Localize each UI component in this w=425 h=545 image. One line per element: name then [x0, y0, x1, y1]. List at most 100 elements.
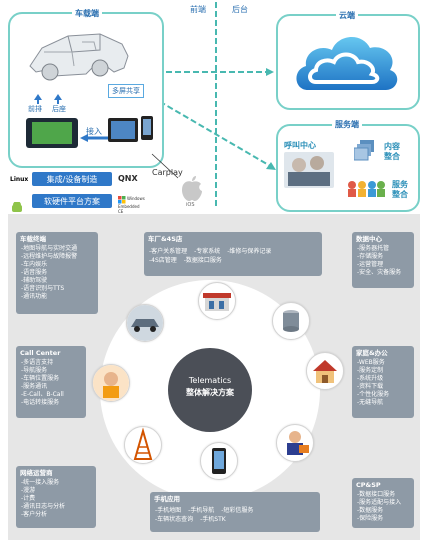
content-docs-icon [353, 140, 376, 166]
tablet-image [108, 118, 138, 142]
linux-logo: Linux [10, 176, 28, 183]
front-label: 前端 [190, 5, 206, 14]
list-item: -导航服务 [21, 367, 48, 374]
list-item: -客户分析 [21, 511, 48, 518]
list-item: -E-Call、B-Call [21, 391, 64, 398]
list-item: -多语言支持 [21, 359, 54, 366]
list-item: -漫游 [21, 487, 36, 494]
call-center-group: Call Center -多语言支持 -导航服务 -车辆位置服务 -服务通讯 -… [16, 346, 86, 418]
qnx-logo-text: QNX [118, 174, 138, 183]
list-item: -服务通讯 [21, 383, 48, 390]
cloud-icon [296, 36, 398, 90]
head-unit-image [26, 118, 78, 148]
vehicle-box-title: 车载端 [72, 8, 102, 19]
service-box-title: 服务端 [332, 119, 362, 130]
data-center-title: 数据中心 [356, 235, 382, 243]
network-ops-title: 网络运营商 [20, 469, 53, 477]
server-node[interactable] [272, 302, 310, 340]
divider-line [215, 2, 217, 208]
cp-sp-title: CP&SP [356, 481, 381, 489]
list-item: -手机导航 [188, 507, 215, 514]
list-item: -安全、灾备服务 [357, 269, 402, 276]
home-office-group: 家庭&办公 -WEB服务 -服务定制 -系统升级 -资料下载 -个性化服务 -无… [352, 346, 414, 418]
content-integration-label: 内容整合 [384, 142, 400, 161]
call-center-image [284, 152, 334, 188]
mobile-app-group: 手机应用 -手机地图 -手机导航 -短彩信服务 -车辆状态查询 -手机STK [150, 492, 320, 532]
windows-logo-text: Windows Embedded CE [118, 196, 145, 214]
list-item: -保险服务 [357, 515, 384, 522]
call-center-title: Call Center [20, 349, 61, 357]
list-item: -WEB服务 [357, 359, 385, 366]
list-item: -电话转接服务 [21, 399, 60, 406]
rear-seat-label: 后座 [52, 105, 66, 113]
cp-sp-group: CP&SP -数据接口服务 -服务适配与接入 -数据服务 -保险服务 [352, 478, 414, 528]
front-row-label: 前排 [28, 105, 42, 113]
apple-icon [182, 176, 202, 201]
list-item: -统一接入服务 [21, 479, 60, 486]
list-item: -客户关系管理 [149, 248, 188, 255]
list-item: -车内娱乐 [21, 261, 48, 268]
multi-screen-share-badge: 多屏共享 [108, 84, 144, 98]
network-ops-group: 网络运营商 -统一接入服务 -漫游 -计费 -通讯日志与分析 -客户分析 [16, 466, 96, 528]
car-node[interactable] [126, 304, 164, 342]
list-item: -个性化服务 [357, 391, 390, 398]
list-item: -通讯日志与分析 [21, 503, 66, 510]
cloud-box-title: 云端 [336, 10, 358, 21]
mobile-phone-node[interactable] [200, 442, 238, 480]
service-link-line [151, 96, 276, 170]
call-center-label: 呼叫中心 [284, 141, 316, 150]
call-agent-node[interactable] [92, 364, 130, 402]
platform-button[interactable]: 软硬件平台方案 [32, 194, 112, 208]
qnx-logo: QNX [118, 174, 138, 183]
vehicle-terminal-group: 车载终端 -地图导航与实时交通 -远程维护与故障报警 -车内娱乐 -语音服务 -… [16, 232, 98, 314]
phone-image [141, 116, 153, 140]
list-item: -短彩信服务 [221, 507, 254, 514]
list-item: -服务定制 [357, 367, 384, 374]
service-box [276, 124, 420, 212]
ios-label: iOS [186, 202, 195, 208]
data-center-group: 数据中心 -服务器托管 -存储服务 -运营管理 -安全、灾备服务 [352, 232, 414, 288]
list-item: -车辆状态查询 [155, 516, 194, 523]
list-item: -辅助驾驶 [21, 277, 48, 284]
list-item: -存储服务 [357, 253, 384, 260]
list-item: -数据接口服务 [183, 257, 222, 264]
integration-button[interactable]: 集成/设备制造 [32, 172, 112, 186]
list-item: -手机STK [200, 516, 226, 523]
back-label: 后台 [232, 5, 248, 14]
home-office-title: 家庭&办公 [356, 349, 388, 357]
vehicle-terminal-title: 车载终端 [20, 235, 46, 243]
list-item: -系统升级 [357, 375, 384, 382]
access-label: 接入 [86, 127, 102, 136]
cell-tower-node[interactable] [124, 426, 162, 464]
list-item: -计费 [21, 495, 36, 502]
list-item: -4S店管理 [149, 257, 177, 264]
service-person-node[interactable] [276, 424, 314, 462]
oem-title: 车厂&4S店 [148, 235, 183, 243]
arrow-up-icon [34, 94, 62, 104]
service-integration-label: 服务整合 [392, 180, 408, 199]
oem-group: 车厂&4S店 -客户关系管理 -专家系统 -维修与保养记录 -4S店管理 -数据… [144, 232, 322, 276]
list-item: -手机地图 [155, 507, 182, 514]
house-node[interactable] [306, 352, 344, 390]
list-item: -地图导航与实时交通 [21, 245, 78, 252]
windows-logo: Windows Embedded CE [118, 196, 146, 214]
list-item: -无缝导航 [357, 399, 384, 406]
list-item: -资料下载 [357, 383, 384, 390]
car-body-image [29, 33, 129, 81]
list-item: -服务器托管 [357, 245, 390, 252]
list-item: -语音服务 [21, 269, 48, 276]
arrow-left-icon [80, 134, 108, 142]
list-item: -通讯功能 [21, 293, 48, 300]
linux-logo-text: Linux [10, 176, 29, 183]
telematics-center: Telematics 整体解决方案 [168, 348, 252, 432]
telematics-subtitle: 整体解决方案 [186, 388, 234, 397]
list-item: -远程维护与故障报警 [21, 253, 78, 260]
carplay-link-line [151, 153, 179, 179]
list-item: -语音识别与TTS [21, 285, 65, 292]
list-item: -运营管理 [357, 261, 384, 268]
list-item: -维修与保养记录 [227, 248, 272, 255]
list-item: -车辆位置服务 [21, 375, 60, 382]
gas-station-node[interactable] [198, 282, 236, 320]
telematics-title: Telematics [188, 376, 232, 385]
mobile-app-title: 手机应用 [154, 495, 180, 503]
